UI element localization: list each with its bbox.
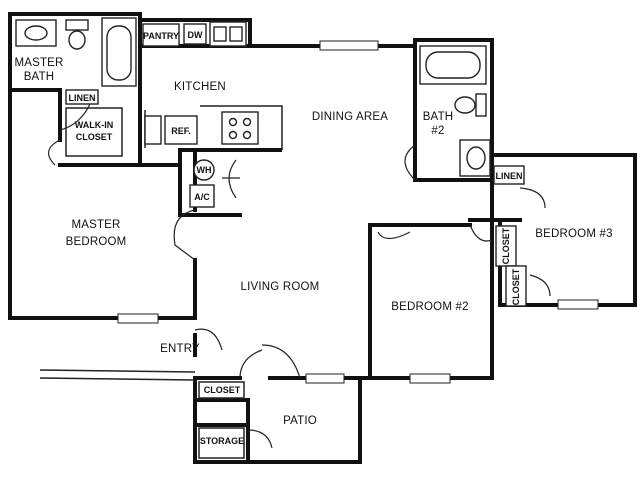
walk-in-closet-label-2: CLOSET	[76, 132, 113, 142]
walls	[8, 12, 637, 464]
storage-label: STORAGE	[200, 436, 244, 446]
room-labels: MASTER BATH PANTRY DW KITCHEN LINEN WALK…	[14, 30, 612, 446]
bedroom2-label: BEDROOM #2	[391, 301, 468, 313]
doors	[48, 103, 551, 449]
bath2-label-2: #2	[431, 125, 444, 137]
master-bath-label-2: BATH	[24, 71, 55, 83]
entry-label: ENTRY	[160, 343, 200, 355]
master-bath-label-1: MASTER	[14, 57, 63, 69]
windows	[117, 40, 599, 384]
linen-label-1: LINEN	[69, 93, 96, 103]
bath2-label-1: BATH	[423, 111, 454, 123]
dw-label: DW	[188, 30, 203, 40]
wh-label: WH	[197, 165, 212, 175]
patio-label: PATIO	[283, 415, 317, 427]
ref-label: REF.	[171, 126, 191, 136]
bedroom3-label: BEDROOM #3	[535, 228, 612, 240]
fixtures	[15, 17, 527, 459]
kitchen-label: KITCHEN	[174, 81, 226, 93]
closet-label-vertical-2: CLOSET	[511, 268, 521, 305]
dining-area-label: DINING AREA	[312, 111, 388, 123]
pantry-label: PANTRY	[143, 31, 179, 41]
entry-closet-label: CLOSET	[204, 385, 241, 395]
master-bedroom-label-2: BEDROOM	[66, 236, 127, 248]
master-bedroom-label-1: MASTER	[71, 219, 120, 231]
linen-label-2: LINEN	[496, 171, 523, 181]
closet-label-vertical-1: CLOSET	[501, 227, 511, 264]
living-room-label: LIVING ROOM	[241, 281, 320, 293]
ac-label: A/C	[194, 192, 210, 202]
walk-in-closet-label-1: WALK-IN	[75, 120, 114, 130]
